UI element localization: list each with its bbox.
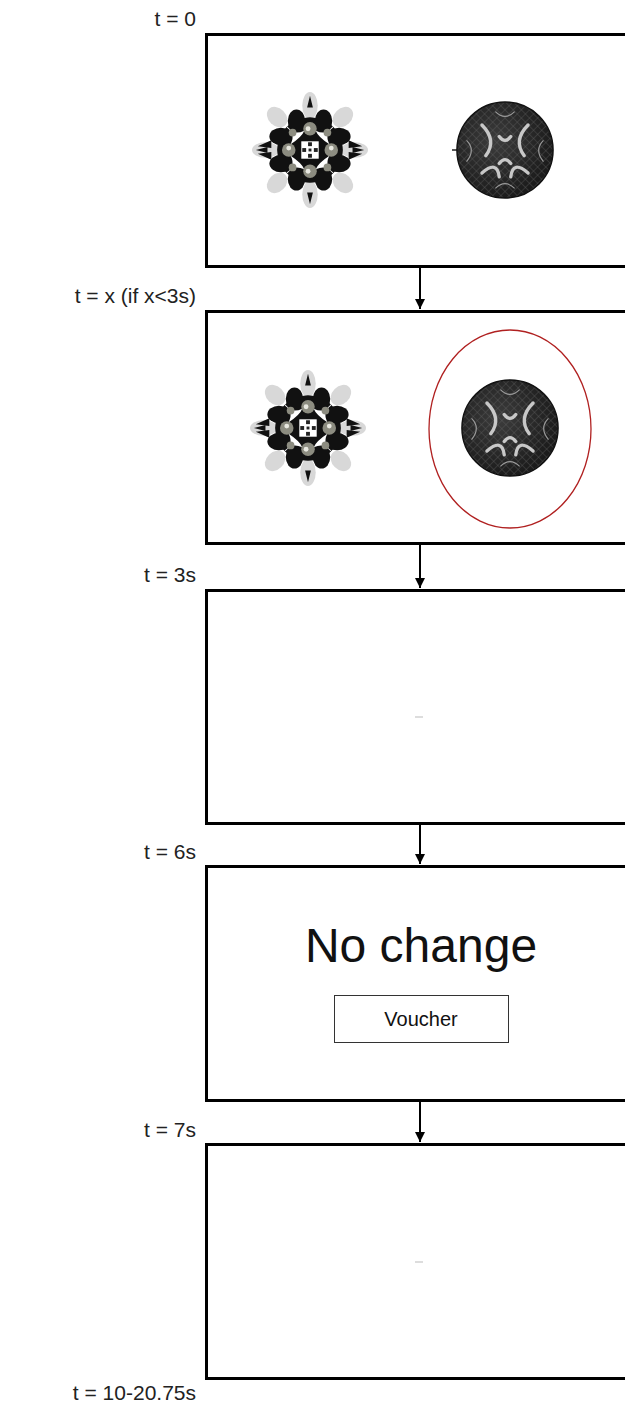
- sequence-arrow: [419, 1102, 421, 1142]
- fixation-mark: [415, 717, 423, 718]
- time-label: t = 6s: [144, 840, 196, 864]
- fractal-stimulus: [252, 92, 368, 208]
- choice-highlight: [429, 330, 591, 528]
- time-label: t = 7s: [144, 1118, 196, 1142]
- time-label: t = 3s: [144, 563, 196, 587]
- screen-frame: [207, 35, 625, 267]
- time-label: t = 0: [155, 7, 196, 31]
- voucher-text: Voucher: [384, 1008, 457, 1031]
- feedback-text: No change: [305, 918, 537, 973]
- screen-frame: [207, 591, 625, 824]
- sphere-stimulus: [457, 102, 553, 198]
- screen-frame: [207, 312, 625, 544]
- screen-frame: [207, 1145, 625, 1379]
- fractal-stimulus: [250, 370, 366, 486]
- voucher-box: Voucher: [334, 995, 509, 1043]
- time-label: t = x (if x<3s): [75, 284, 196, 308]
- sequence-arrow: [419, 825, 421, 864]
- time-label: t = 10-20.75s: [73, 1381, 196, 1405]
- fixation-mark: [415, 1262, 423, 1263]
- sequence-arrow: [419, 545, 421, 588]
- feedback-screen: No changeVoucher: [205, 865, 625, 1102]
- sequence-arrow: [419, 268, 421, 309]
- sphere-stimulus: [462, 380, 558, 476]
